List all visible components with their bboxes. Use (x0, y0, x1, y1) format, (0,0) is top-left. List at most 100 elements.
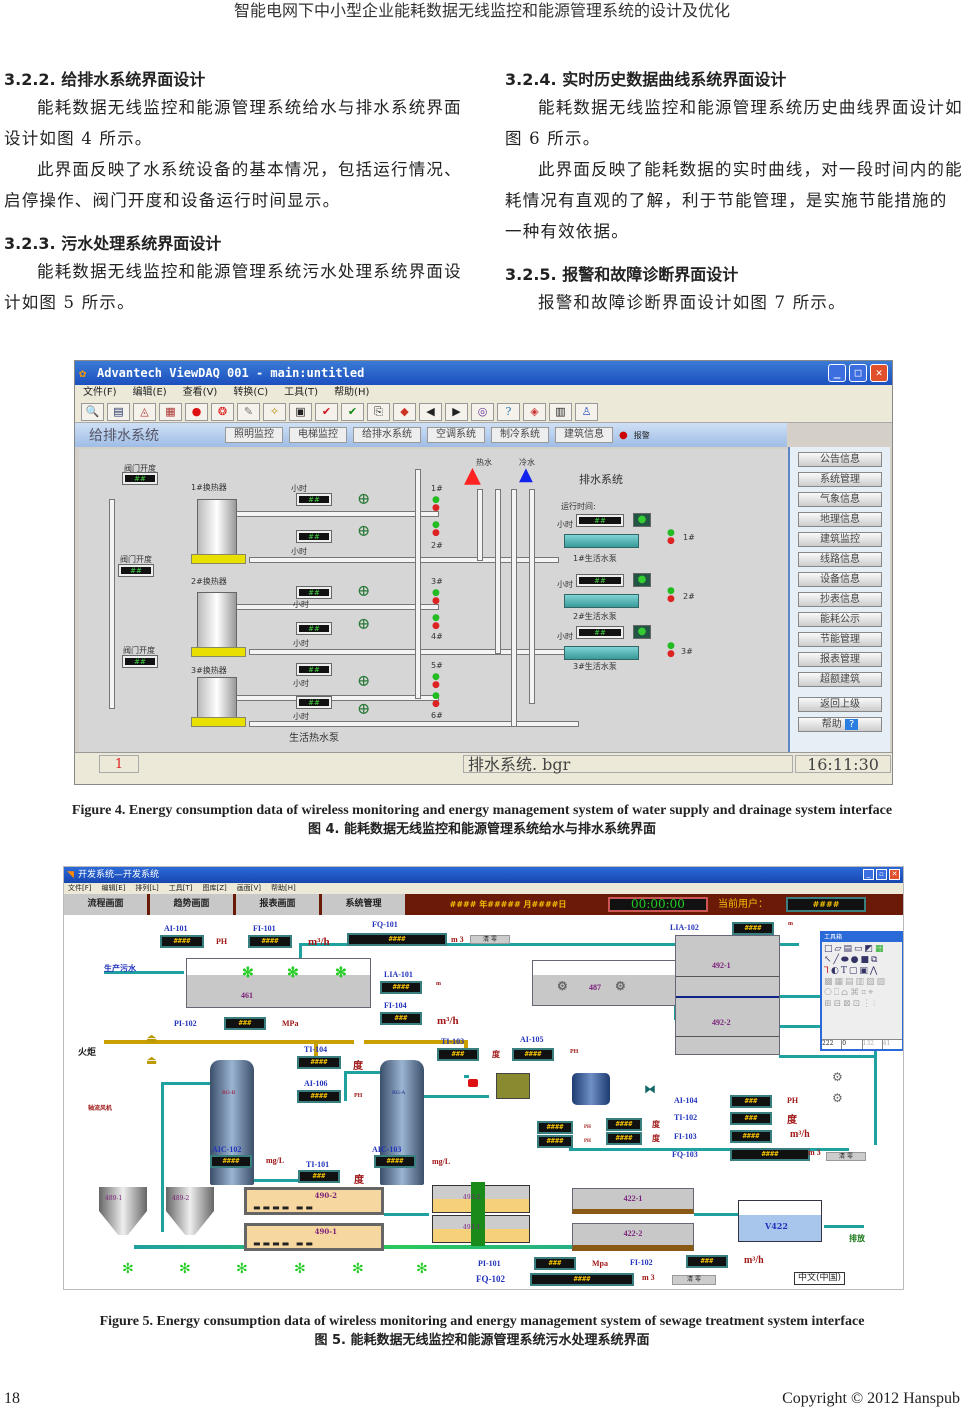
reset-button[interactable]: 清 零 (826, 1152, 866, 1161)
heat-exchanger-1[interactable] (197, 499, 237, 557)
pump-icon[interactable]: ✻ (236, 1261, 248, 1277)
status-light-icon[interactable]: ●● (432, 495, 440, 513)
status-light-icon[interactable]: ●● (432, 672, 440, 690)
pump-icon[interactable]: ✻ (294, 1261, 306, 1277)
side-btn-building-monitor[interactable]: 建筑监控 (798, 532, 882, 547)
menu-convert[interactable]: 转换(C) (233, 387, 269, 398)
close-button[interactable]: ✕ (870, 364, 888, 382)
pump-icon[interactable]: ✻ (335, 966, 347, 981)
menu-arrange[interactable]: 排列[L] (135, 884, 159, 892)
valve-icon[interactable]: ⊕ (357, 699, 371, 718)
report-icon[interactable]: ▦ (159, 403, 182, 421)
ime-indicator[interactable]: 中文(中国) (794, 1272, 846, 1285)
clapper-icon[interactable]: ▥ (549, 403, 572, 421)
side-btn-equipment[interactable]: 设备信息 (798, 572, 882, 587)
pump-icon[interactable]: ✻ (242, 966, 254, 981)
side-btn-energy-publicity[interactable]: 能耗公示 (798, 612, 882, 627)
menu-view[interactable]: 查看(V) (182, 387, 218, 398)
domestic-pump-1[interactable] (564, 534, 639, 548)
nav-refrigeration[interactable]: 制冷系统 (491, 427, 549, 443)
tank-493-2[interactable]: 493-2 (432, 1182, 530, 1216)
run-indicator-icon[interactable]: ● (633, 513, 651, 527)
help-icon[interactable]: ? (497, 403, 520, 421)
pump-icon[interactable]: ✻ (122, 1261, 134, 1277)
disc-icon[interactable]: ◎ (471, 403, 494, 421)
person-icon[interactable]: ♙ (575, 403, 598, 421)
valve-icon[interactable]: ⏏ (146, 1031, 158, 1045)
menu-screen[interactable]: 画面[V] (236, 884, 262, 892)
side-btn-weather[interactable]: 气象信息 (798, 492, 882, 507)
pump-icon[interactable]: ⚙ (615, 979, 626, 993)
wand-icon[interactable]: ✧ (263, 403, 286, 421)
search-icon[interactable]: 🔍 (81, 403, 104, 421)
nav-elevator[interactable]: 电梯监控 (289, 427, 347, 443)
domestic-pump-3[interactable] (564, 646, 639, 660)
database-icon[interactable]: ▤ (107, 403, 130, 421)
side-btn-circuits[interactable]: 线路信息 (798, 552, 882, 567)
side-btn-energy-saving[interactable]: 节能管理 (798, 632, 882, 647)
status-light-icon[interactable]: ●● (667, 528, 675, 546)
check-red-icon[interactable]: ✔ (315, 403, 338, 421)
menu-edit[interactable]: 编辑[E] (101, 884, 126, 892)
tank-490-2[interactable]: 490-2 ▬▬▬▬ ▬▬ (244, 1187, 384, 1215)
minimize-button[interactable]: _ (863, 869, 874, 880)
tank-422-2[interactable]: 422-2 (572, 1223, 694, 1251)
status-light-icon[interactable]: ●● (667, 641, 675, 659)
nav-hvac[interactable]: 空调系统 (427, 427, 485, 443)
tank-490-1[interactable]: 490-1 ▬▬▬▬ ▬▬ (244, 1223, 384, 1251)
tag-icon[interactable]: ◈ (523, 403, 546, 421)
reactor-tank[interactable] (572, 1073, 610, 1105)
side-btn-over-quota[interactable]: 超额建筑 (798, 672, 882, 687)
valve-icon[interactable]: ⧓ (644, 1082, 656, 1096)
status-light-icon[interactable]: ●● (432, 691, 440, 709)
tank-493-1[interactable]: 493-1 (432, 1212, 530, 1246)
valve-icon[interactable]: ⊕ (357, 581, 371, 600)
side-btn-meter-reading[interactable]: 抄表信息 (798, 592, 882, 607)
menu-edit[interactable]: 编辑(E) (132, 387, 167, 398)
nav-lighting[interactable]: 照明监控 (225, 427, 283, 443)
layout-icon[interactable]: ▣ (289, 403, 312, 421)
back-button[interactable]: 返回上级 (798, 697, 882, 712)
pump-icon[interactable]: ⚙ (557, 979, 568, 993)
record-icon[interactable]: ● (185, 403, 208, 421)
heat-exchanger-3[interactable] (197, 677, 237, 719)
valve-icon[interactable]: ⊕ (357, 614, 371, 633)
menu-tools[interactable]: 工具(T) (284, 387, 319, 398)
menu-library[interactable]: 图库[Z] (202, 884, 227, 892)
pump-icon[interactable]: ⚙ (832, 1070, 843, 1084)
close-button[interactable]: ✕ (889, 869, 900, 880)
alarm-indicator-icon[interactable] (468, 1079, 478, 1087)
tank-v422[interactable]: V422 (738, 1200, 822, 1242)
help-button[interactable]: 帮助 ? (798, 717, 882, 732)
pump-icon[interactable]: ✻ (352, 1261, 364, 1277)
pump-icon[interactable]: ✻ (179, 1261, 191, 1277)
heater-unit[interactable] (496, 1073, 530, 1099)
network-icon[interactable]: ⎘ (367, 403, 390, 421)
menu-tools[interactable]: 工具[T] (168, 884, 193, 892)
menu-file[interactable]: 文件(F) (83, 387, 117, 398)
nav-water[interactable]: 给排水系统 (353, 427, 421, 443)
valve-icon[interactable]: ⊕ (357, 521, 371, 540)
side-btn-geo[interactable]: 地理信息 (798, 512, 882, 527)
tab-report[interactable]: 报表画面 (236, 894, 322, 915)
hopper-489-1[interactable]: 489-1 (99, 1187, 147, 1235)
valve-icon[interactable]: ⊕ (357, 489, 371, 508)
menu-help[interactable]: 帮助(H) (334, 387, 370, 398)
toolbox-tools[interactable]: □▱▤▭◩▦ ↖╱⬬●■⧉ ⅂◐T▢▣⋀ ▩▦▤▥▧▨⎔⎕⌂⌘⌗⌖⊞⊟⊠⊡⋮⦙ (824, 944, 888, 1009)
status-light-icon[interactable]: ●● (432, 520, 440, 538)
side-btn-system-mgmt[interactable]: 系统管理 (798, 472, 882, 487)
valve-icon[interactable]: ⏏ (146, 1053, 158, 1067)
side-btn-announcements[interactable]: 公告信息 (798, 452, 882, 467)
menu-file[interactable]: 文件[F] (68, 884, 92, 892)
color-icon[interactable]: ◆ (393, 403, 416, 421)
chart-icon[interactable]: ◬ (133, 403, 156, 421)
restore-button[interactable]: ▫ (876, 869, 887, 880)
arrow-right-icon[interactable]: ▶ (445, 403, 468, 421)
status-light-icon[interactable]: ●● (432, 613, 440, 631)
reset-button[interactable]: 清 零 (470, 935, 510, 944)
menu-help[interactable]: 帮助[H] (271, 884, 296, 892)
domestic-pump-2[interactable] (564, 594, 639, 608)
status-light-icon[interactable]: ●● (667, 586, 675, 604)
tab-system-mgmt[interactable]: 系统管理 (322, 894, 408, 915)
valve-icon[interactable]: ⊕ (357, 671, 371, 690)
